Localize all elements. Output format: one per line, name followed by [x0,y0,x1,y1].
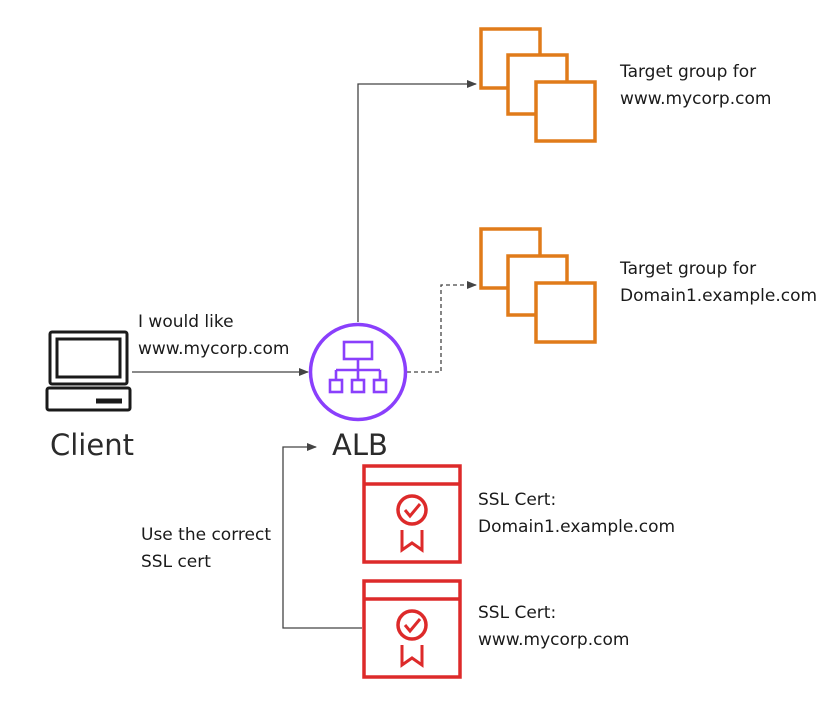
target-group-mycorp-label: Target group for www.mycorp.com [620,59,771,113]
target-group-domain1-line2: Domain1.example.com [620,286,818,306]
target-group-mycorp-line2: www.mycorp.com [620,89,772,109]
cert-domain1-line1: SSL Cert: [478,490,557,510]
cert-domain1-line2: Domain1.example.com [478,517,676,537]
cert-mycorp-label: SSL Cert: www.mycorp.com [478,600,629,654]
sni-note-line2: SSL cert [141,552,211,572]
client-label: Client [50,428,134,462]
target-group-mycorp-icon [479,27,597,143]
load-balancer-icon [308,322,408,422]
cert-mycorp-line2: www.mycorp.com [478,630,630,650]
target-group-mycorp-line1: Target group for [620,62,757,82]
certificate-domain1-icon [362,464,462,564]
alb-to-mycorp-target-arrow [357,80,477,322]
cert-mycorp-line1: SSL Cert: [478,603,557,623]
sni-note-line1: Use the correct [141,525,271,545]
alb-to-domain1-target-arrow [407,281,477,373]
certs-to-alb-arrow [282,443,362,629]
request-label: I would like www.mycorp.com [138,309,289,363]
request-label-line1: I would like [138,312,234,332]
target-group-domain1-line1: Target group for [620,259,757,279]
cert-domain1-label: SSL Cert: Domain1.example.com [478,487,675,541]
connectors [132,80,477,629]
request-label-line2: www.mycorp.com [138,339,290,359]
laptop-icon [45,330,132,412]
sni-note-label: Use the correct SSL cert [141,522,271,576]
target-group-domain1-label: Target group for Domain1.example.com [620,256,817,310]
certificate-mycorp-icon [362,579,462,679]
target-group-domain1-icon [479,227,597,344]
alb-label: ALB [332,428,388,462]
